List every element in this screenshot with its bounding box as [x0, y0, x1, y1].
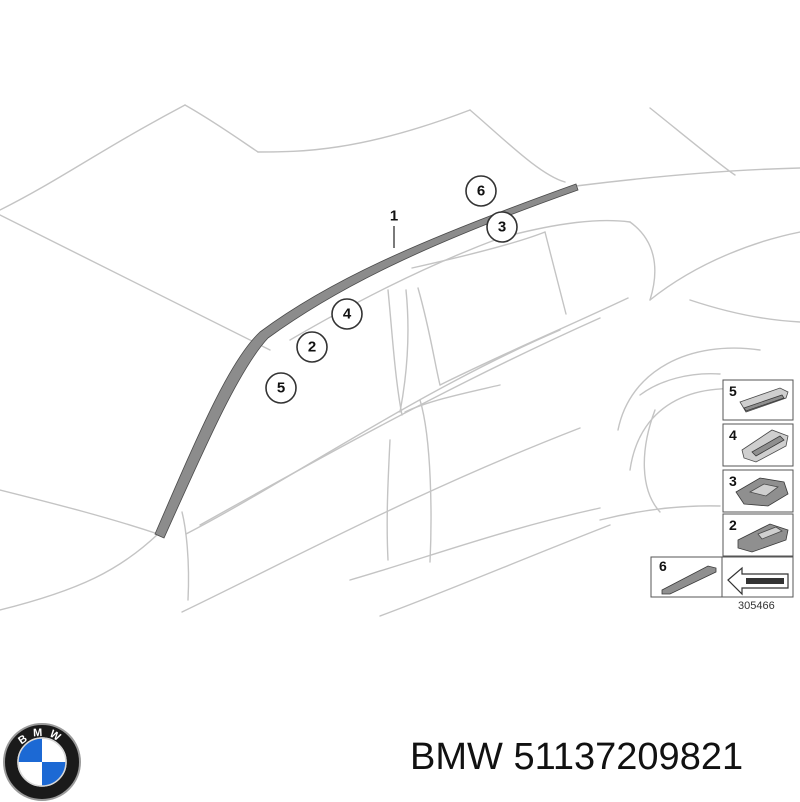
legend-item-5: 5	[722, 379, 794, 421]
legend-item-6: 6	[650, 556, 794, 598]
callout-3: 3	[486, 211, 518, 243]
legend-item-2: 2	[722, 513, 794, 557]
callout-2: 2	[296, 331, 328, 363]
callout-6-label: 6	[477, 183, 485, 200]
clip-6-illustration	[661, 565, 717, 595]
legend-item-2-label: 2	[729, 517, 737, 533]
legend-item-3-label: 3	[729, 473, 737, 489]
legend-item-4: 4	[722, 423, 794, 467]
legend-item-3: 3	[722, 469, 794, 513]
trim-strip	[154, 183, 579, 539]
callout-5: 5	[265, 372, 297, 404]
bmw-logo: BMW	[3, 723, 81, 801]
legend-item-5-label: 5	[729, 383, 737, 399]
brand-name: BMW	[410, 736, 503, 778]
legend-item-6-label: 6	[659, 558, 667, 574]
callout-1-label: 1	[390, 208, 398, 225]
callout-4-label: 4	[343, 306, 352, 323]
legend-item-4-label: 4	[729, 427, 737, 443]
car-outline	[0, 104, 800, 617]
callout-3-label: 3	[498, 219, 506, 236]
part-number: 51137209821	[513, 736, 744, 778]
callout-4: 4	[331, 298, 363, 330]
part-caption: BMW 51137209821	[410, 738, 790, 776]
callout-5-label: 5	[277, 380, 285, 397]
reference-number: 305466	[738, 600, 775, 612]
callout-6: 6	[465, 175, 497, 207]
callout-2-label: 2	[308, 339, 316, 356]
